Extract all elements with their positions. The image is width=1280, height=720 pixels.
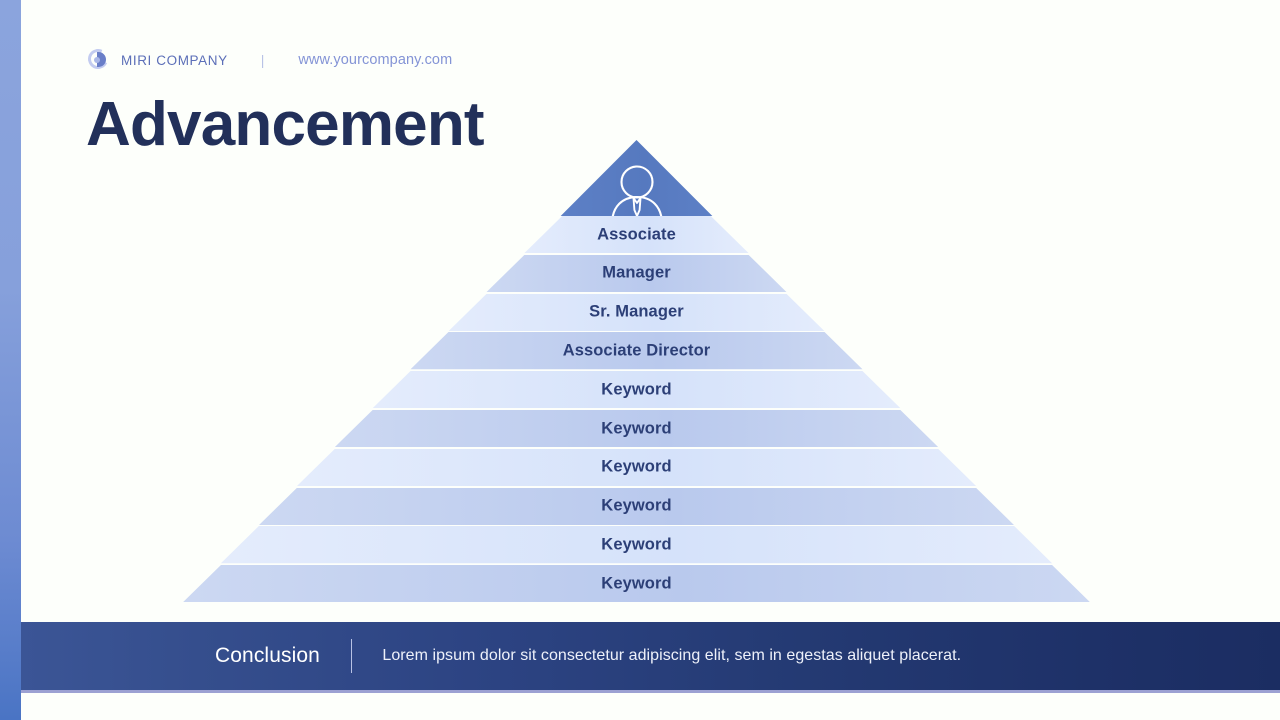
pyramid-tier[interactable]: Keyword	[183, 448, 1090, 486]
pyramid-tier[interactable]: Associate	[183, 216, 1090, 254]
conclusion-bar-underline	[21, 690, 1280, 693]
pyramid-tier[interactable]: Keyword	[183, 410, 1090, 448]
person-icon	[611, 165, 662, 216]
conclusion-divider	[350, 639, 353, 673]
pyramid-tier[interactable]: Associate Director	[183, 332, 1090, 370]
tier-shape	[296, 448, 977, 486]
pyramid-tier[interactable]: Sr. Manager	[183, 293, 1090, 331]
conclusion-label: Conclusion	[215, 644, 320, 667]
tier-label: Manager	[602, 263, 671, 282]
tier-label: Keyword	[601, 574, 672, 593]
left-accent-stripe	[0, 0, 21, 720]
page-title: Advancement	[86, 90, 485, 159]
tier-shape	[183, 565, 1090, 603]
pyramid-tier[interactable]: Keyword	[183, 526, 1090, 564]
tier-shape	[220, 526, 1053, 564]
pyramid-tier[interactable]: Keyword	[183, 371, 1090, 409]
header-divider: |	[260, 52, 265, 68]
tier-shape	[524, 216, 749, 254]
slide-header: MIRI COMPANY | www.yourcompany.com	[85, 46, 453, 74]
pyramid-tier[interactable]: Keyword	[183, 565, 1090, 603]
tier-shape	[410, 332, 863, 370]
tier-label: Keyword	[601, 535, 672, 554]
company-url[interactable]: www.yourcompany.com	[298, 52, 453, 68]
tier-shape	[486, 254, 787, 292]
conclusion-text: Lorem ipsum dolor sit consectetur adipis…	[382, 647, 962, 664]
tier-label: Keyword	[601, 496, 672, 515]
tier-shape	[372, 371, 901, 409]
pyramid-tier[interactable]: Keyword	[183, 487, 1090, 525]
tier-label: Associate	[597, 225, 676, 244]
tier-label: Keyword	[601, 380, 672, 399]
tier-label: Keyword	[601, 419, 672, 438]
tier-shape	[334, 410, 939, 448]
tier-label: Sr. Manager	[589, 302, 684, 321]
pyramid-apex[interactable]	[183, 140, 1090, 216]
tier-label: Associate Director	[562, 341, 711, 360]
tier-shape	[560, 140, 713, 216]
tier-label: Keyword	[601, 457, 672, 476]
tier-shape	[448, 293, 825, 331]
company-logo-icon	[85, 46, 111, 72]
tier-shape	[258, 487, 1015, 525]
conclusion-bar: Conclusion Lorem ipsum dolor sit consect…	[21, 622, 1280, 690]
pyramid-tier[interactable]: Manager	[183, 254, 1090, 292]
brand-name: MIRI COMPANY	[121, 52, 228, 68]
